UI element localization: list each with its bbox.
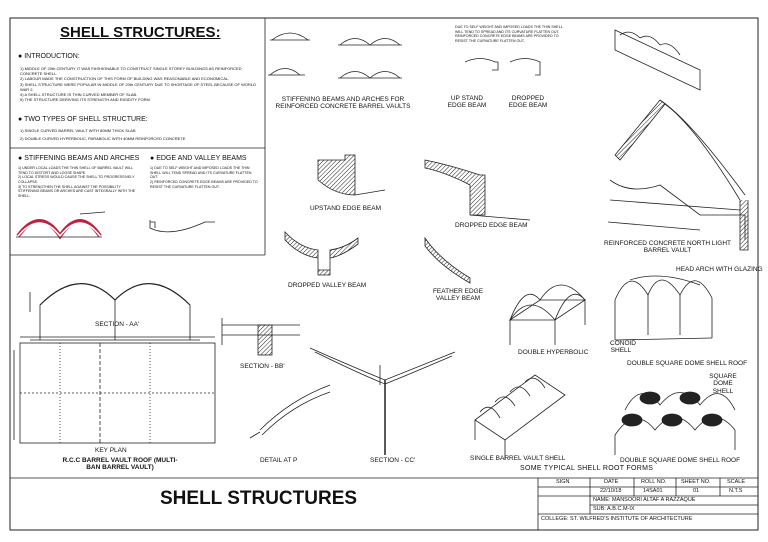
label-key-plan: KEY PLAN [95,447,127,454]
tb-subject: SUB: A.B.C.M-IX [593,506,635,512]
intro-point: 5) THE STRUCTURE DERIVING ITS STRENGTH A… [20,97,150,103]
type-item: 1) SINGLE CURVED BARREL VAULT WITH 80MM … [20,128,136,133]
tb-college: COLLEGE: ST. WILFRED'S INSTITUTE OF ARCH… [541,516,693,522]
label-double-square-dome-2: DOUBLE SQUARE DOME SHELL ROOF [620,457,741,464]
stiffening-list: 1) UNDER LOCAL LOADS THE THIN SHELL OF B… [18,166,136,199]
stiffening-caption: STIFFENING BEAMS AND ARCHES FOR REINFORC… [275,96,411,111]
tb-header-roll: ROLL NO. [641,479,667,485]
edge-point: 1) DUE TO SELF WEIGHT AND IMPOSED LOADS … [150,166,252,180]
intro-list: 1) MIDDLE OF 20th CENTURY IT WAS FASHION… [20,66,258,102]
stiffening-point: 1) UNDER LOCAL LOADS THE THIN SHELL OF B… [18,166,133,175]
label-typical-forms: SOME TYPICAL SHELL ROOT FORMS [520,465,654,472]
label-dropped-edge-beam-top: DROPPED EDGE BEAM [508,95,548,110]
tb-value-roll: 14SA01 [643,488,663,494]
label-dropped-valley-beam: DROPPED VALLEY BEAM [288,282,367,289]
tb-value-sheet: 01 [693,488,700,494]
label-double-hyperbolic: DOUBLE HYPERBOLIC [518,349,589,356]
types-heading-text: TWO TYPES OF SHELL STRUCTURE: [24,116,148,123]
label-north-light: REINFORCED CONCRETE NORTH LIGHT BARREL V… [604,240,731,255]
intro-point: 4) A SHELL STRUCTURE IS THIN CURVED MEMB… [20,91,138,97]
edge-list: 1) DUE TO SELF WEIGHT AND IMPOSED LOADS … [150,166,260,189]
label-detail-p: DETAIL AT P [260,457,298,464]
tb-header-sign: SIGN [556,479,570,485]
intro-heading: ● INTRODUCTION: [18,53,80,60]
label-double-square-dome-1: DOUBLE SQUARE DOME SHELL ROOF [627,360,748,367]
label-conoid-shell: CONOID SHELL [610,340,636,355]
tb-value-date: 22/10/18 [600,488,622,494]
types-list: 1) SINGLE CURVED BARREL VAULT WITH 80MM … [20,128,258,141]
intro-point: 3) SHELL STRUCTURE WERE POPULAR IN MIDDL… [20,81,256,92]
label-feather-edge-valley-beam: FEATHER EDGE VALLEY BEAM [432,288,484,303]
types-heading: ● TWO TYPES OF SHELL STRUCTURE: [18,116,148,123]
label-single-barrel: SINGLE BARREL VAULT SHELL [470,455,566,462]
intro-point: 2) LABOUR MADE THE CONSTRUCTION OF THIS … [20,76,230,82]
edge-point: 2) REINFORCED CONCRETE EDGE BEAMS ARE PR… [150,180,258,189]
intro-heading-text: INTRODUCTION: [24,53,80,60]
intro-point: 1) MIDDLE OF 20th CENTURY IT WAS FASHION… [20,66,242,77]
edge-heading: ● EDGE AND VALLEY BEAMS [150,155,247,162]
tb-value-scale: N.T.S [729,488,743,494]
label-head-arch: HEAD ARCH WITH GLAZING [676,266,763,273]
stiffening-heading-text: STIFFENING BEAMS AND ARCHES [24,155,140,162]
label-section-bb: SECTION - BB' [240,363,285,370]
tb-name: NAME: MANSOORI ALTAF A RAZZAQUE [593,497,696,503]
label-section-aa: SECTION - AA' [95,321,140,328]
label-square-dome-shell: SQUARE DOME SHELL [709,373,737,395]
stiffening-point: 2) LOCAL STRESS WOULD CAUSE THE SHELL TO… [18,175,135,185]
tb-header-sheet: SHEET NO. [681,479,711,485]
label-upstand-edge-beam-top: UP STAND EDGE BEAM [447,95,487,110]
type-item: 2) DOUBLE CURVED HYPERBOLIC, PARABOLIC W… [20,136,186,142]
edge-note: DUE TO SELF WEIGHT AND IMPOSED LOADS THE… [455,25,563,44]
tb-header-scale: SCALE [727,479,746,485]
sheet-title: SHELL STRUCTURES [160,488,358,509]
label-upstand-edge-beam: UPSTAND EDGE BEAM [310,205,382,212]
stiffening-point: 3) TO STRENGTHEN THE SHELL AGAINST THE P… [18,184,136,199]
tb-header-date: DATE [604,479,619,485]
label-dropped-edge-beam: DROPPED EDGE BEAM [455,222,528,229]
edge-heading-text: EDGE AND VALLEY BEAMS [156,155,247,162]
stiffening-heading: ● STIFFENING BEAMS AND ARCHES [18,155,140,162]
label-rcc-roof: R.C.C BARREL VAULT ROOF (MULTI-BAN BARRE… [62,457,178,472]
panel-title: SHELL STRUCTURES: [60,24,221,41]
label-section-cc: SECTION - CC' [370,457,416,464]
